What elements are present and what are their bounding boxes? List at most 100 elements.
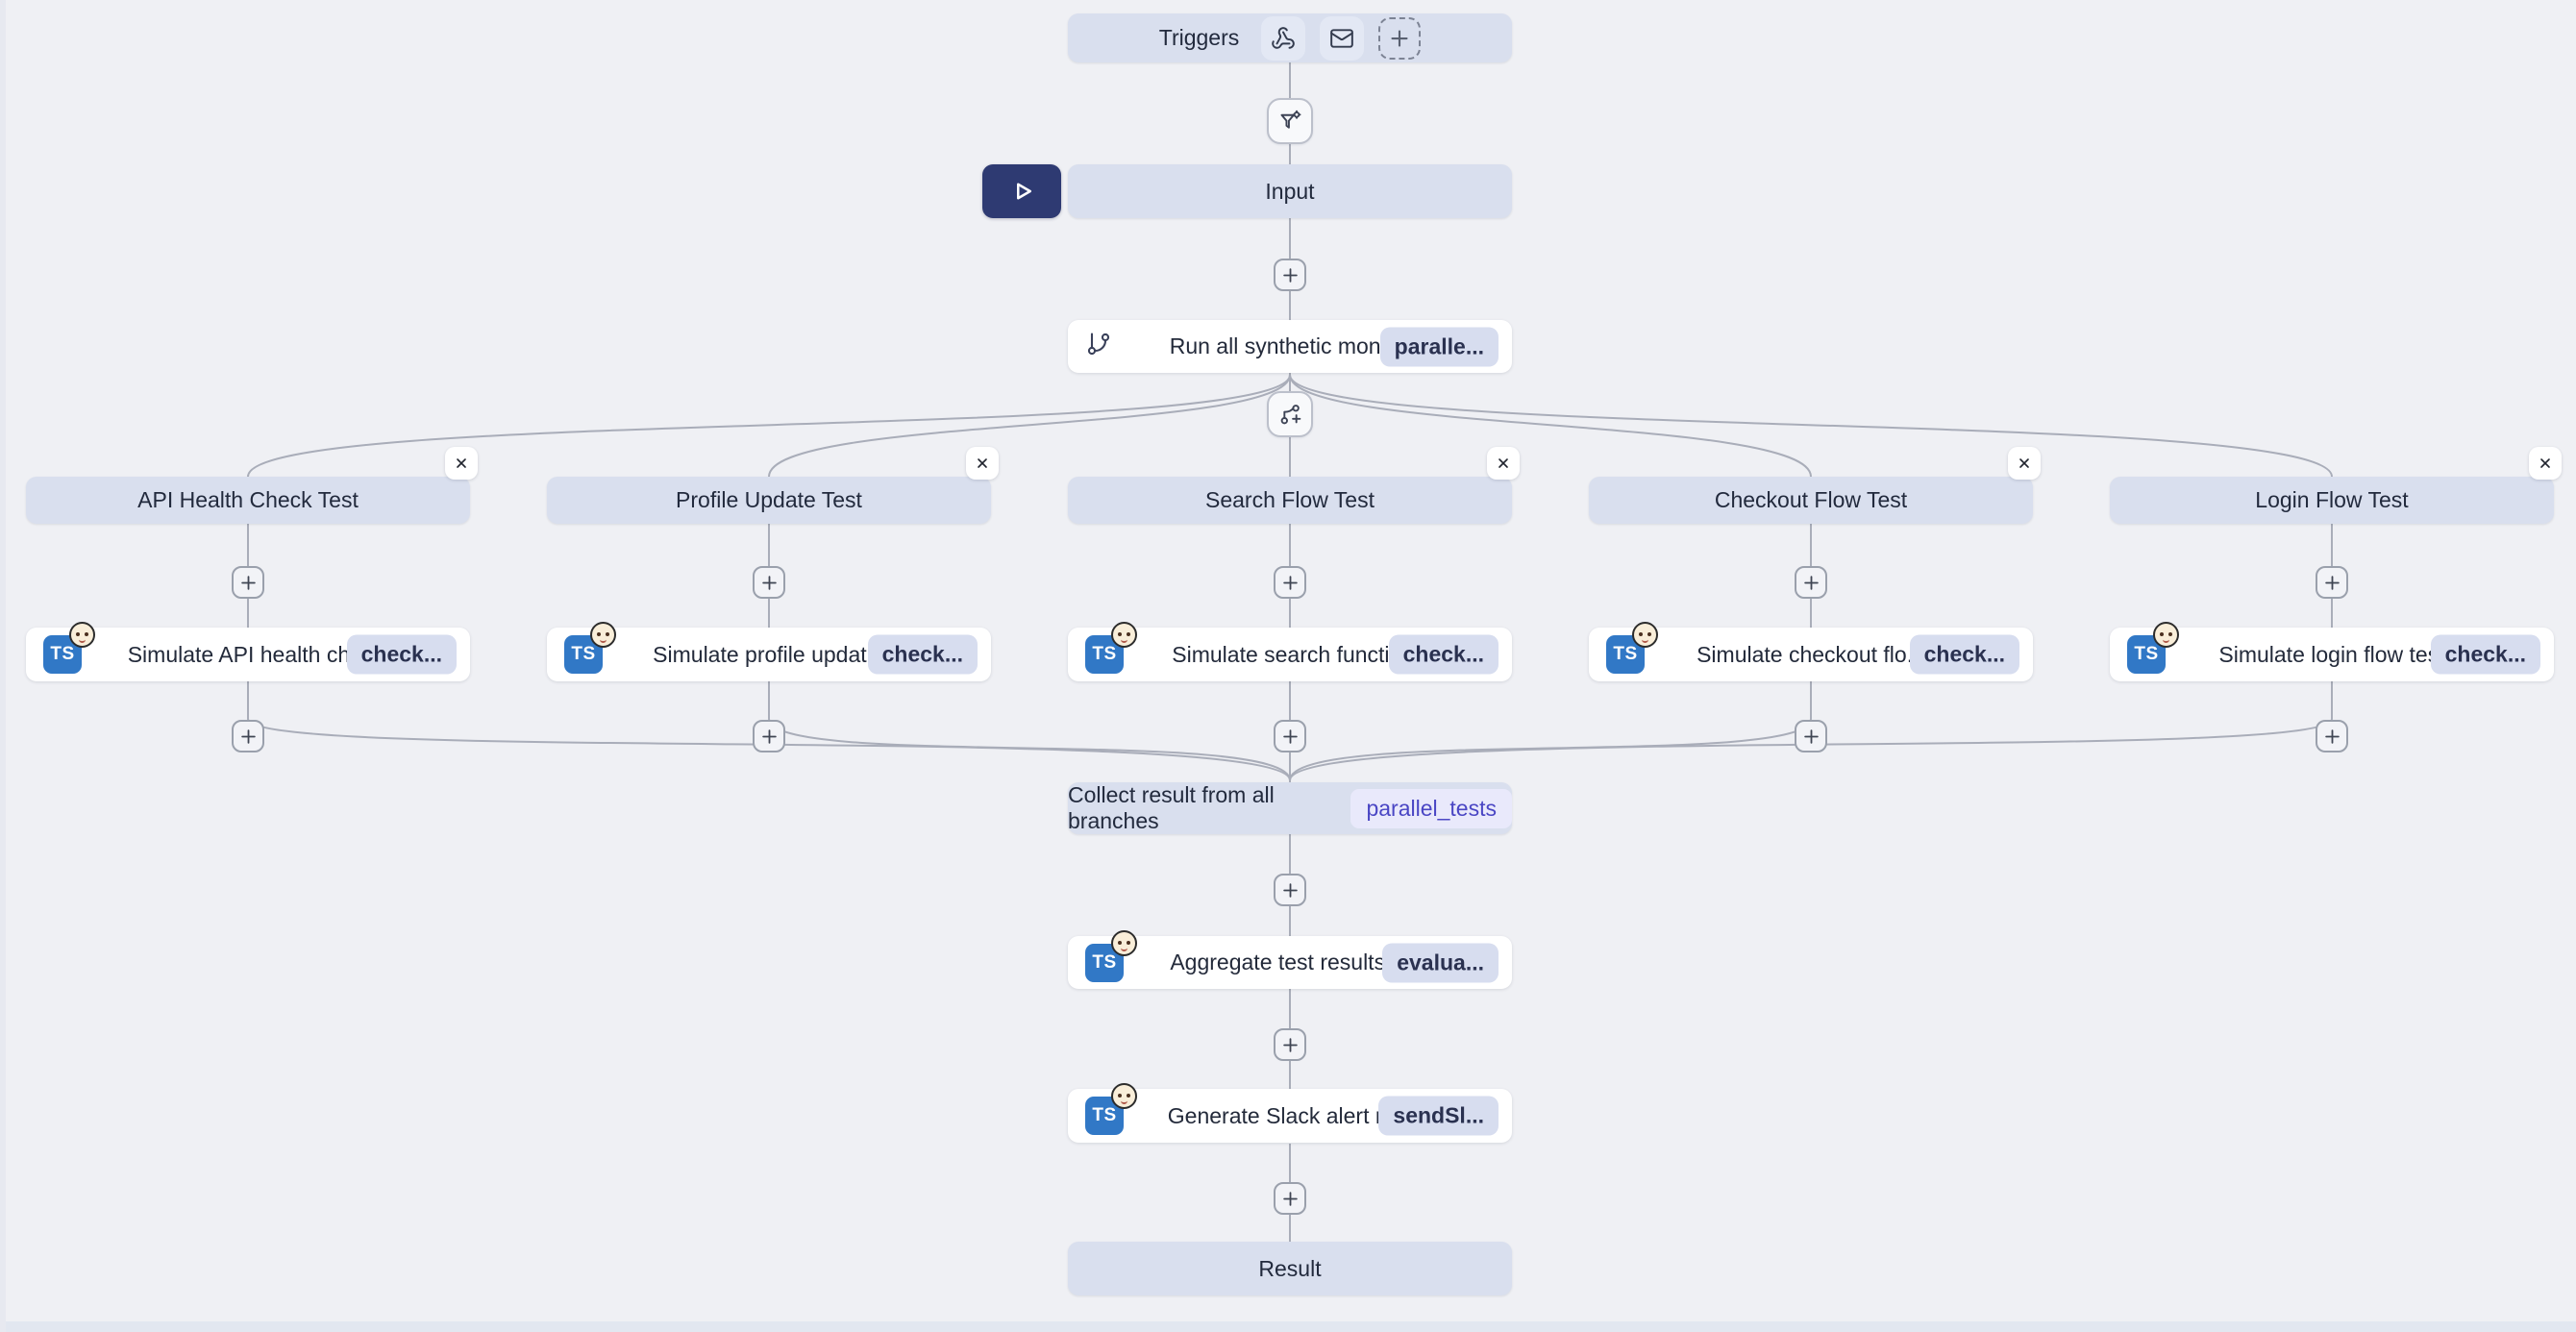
plus-icon — [1282, 882, 1298, 898]
add-step-button[interactable] — [2316, 566, 2348, 599]
add-step-button[interactable] — [1795, 566, 1827, 599]
aggregate-step-label: Aggregate test results ... — [1170, 950, 1410, 974]
plus-icon — [240, 728, 256, 744]
add-step-button[interactable] — [1274, 566, 1306, 599]
result-node[interactable]: Result — [1068, 1242, 1512, 1295]
plus-icon — [1282, 575, 1298, 590]
viewport-left-edge — [0, 0, 6, 1332]
triggers-label: Triggers — [1158, 25, 1240, 50]
close-icon — [2019, 458, 2029, 468]
step-badge: check... — [346, 634, 457, 675]
collect-result-node[interactable]: Collect result from all branches paralle… — [1068, 782, 1512, 834]
input-node-label: Input — [1265, 178, 1315, 204]
add-step-button[interactable] — [753, 720, 785, 752]
add-step-button[interactable] — [1274, 1182, 1306, 1215]
branch-title: Profile Update Test — [676, 487, 862, 512]
baby-emoji-icon — [69, 622, 95, 648]
aggregate-step-node[interactable]: TS Aggregate test results ... evalua... — [1068, 929, 1512, 989]
remove-branch-button[interactable] — [2008, 447, 2041, 480]
connector-line — [247, 374, 1291, 478]
close-icon — [1499, 458, 1508, 468]
run-all-step-label: Run all synthetic monit... — [1169, 333, 1411, 358]
branch-title: Checkout Flow Test — [1714, 487, 1908, 512]
connector-line — [768, 374, 1291, 478]
slack-alert-step-badge: sendSl... — [1378, 1096, 1499, 1136]
plus-icon — [2324, 728, 2340, 744]
remove-branch-button[interactable] — [966, 447, 999, 480]
remove-branch-button[interactable] — [445, 447, 478, 480]
branch-header[interactable]: Login Flow Test — [2110, 477, 2554, 524]
connector-line — [1289, 374, 2333, 478]
add-branch-button[interactable] — [1267, 391, 1313, 437]
add-trigger-button[interactable] — [1378, 16, 1422, 60]
filter-settings-icon — [1280, 110, 1300, 129]
baby-emoji-icon — [2153, 622, 2179, 648]
email-trigger-button[interactable] — [1320, 15, 1365, 61]
webhook-trigger-button[interactable] — [1261, 15, 1306, 61]
step-node[interactable]: TS Simulate API health ch... check... — [26, 622, 470, 681]
branch-title: Login Flow Test — [2255, 487, 2409, 512]
remove-branch-button[interactable] — [2529, 447, 2562, 480]
add-step-button[interactable] — [232, 720, 264, 752]
plus-icon — [2324, 575, 2340, 590]
branch-header[interactable]: Search Flow Test — [1068, 477, 1512, 524]
plus-icon — [1282, 1191, 1298, 1206]
plus-icon — [1803, 575, 1819, 590]
add-step-button[interactable] — [2316, 720, 2348, 752]
typescript-icon: TS — [1085, 1097, 1124, 1135]
remove-branch-button[interactable] — [1487, 447, 1520, 480]
run-all-step-node[interactable]: Run all synthetic monit... paralle... — [1068, 320, 1512, 373]
baby-emoji-icon — [590, 622, 616, 648]
git-branch-icon — [1087, 332, 1110, 355]
step-badge: check... — [2430, 634, 2540, 675]
step-label: Simulate checkout flo... — [1697, 641, 1925, 667]
connector-line — [1289, 681, 2333, 781]
connector-line — [1289, 374, 1812, 478]
add-step-button[interactable] — [1274, 1028, 1306, 1061]
add-step-button[interactable] — [753, 566, 785, 599]
branch-title: Search Flow Test — [1205, 487, 1375, 512]
slack-alert-step-node[interactable]: TS Generate Slack alert m... sendSl... — [1068, 1083, 1512, 1143]
connector-line — [247, 681, 1291, 781]
result-node-label: Result — [1258, 1255, 1322, 1281]
branch-header[interactable]: Checkout Flow Test — [1589, 477, 2033, 524]
baby-emoji-icon — [1632, 622, 1658, 648]
collect-result-badge: parallel_tests — [1350, 788, 1512, 828]
close-icon — [457, 458, 466, 468]
webhook-icon — [1272, 26, 1296, 49]
add-trigger-plus-icon — [1391, 29, 1408, 47]
input-node[interactable]: Input — [1068, 164, 1512, 218]
play-icon — [1017, 183, 1031, 200]
step-label: Simulate search functi... — [1172, 641, 1408, 667]
add-step-button[interactable] — [1274, 259, 1306, 291]
step-badge: check... — [1388, 634, 1499, 675]
add-step-button[interactable] — [1274, 720, 1306, 752]
plus-icon — [1282, 267, 1298, 283]
mail-icon — [1330, 28, 1354, 48]
add-branch-icon — [1280, 404, 1300, 424]
plus-icon — [1282, 728, 1298, 744]
add-step-button[interactable] — [1795, 720, 1827, 752]
step-label: Simulate profile updat... — [653, 641, 885, 667]
step-node[interactable]: TS Simulate checkout flo... check... — [1589, 622, 2033, 681]
triggers-node[interactable]: Triggers — [1068, 13, 1512, 62]
aggregate-step-badge: evalua... — [1382, 943, 1499, 982]
add-step-button[interactable] — [232, 566, 264, 599]
step-node[interactable]: TS Simulate profile updat... check... — [547, 622, 991, 681]
baby-emoji-icon — [1111, 929, 1137, 956]
step-node[interactable]: TS Simulate login flow test check... — [2110, 622, 2554, 681]
run-workflow-button[interactable] — [982, 164, 1061, 218]
step-node[interactable]: TS Simulate search functi... check... — [1068, 622, 1512, 681]
close-icon — [2540, 458, 2550, 468]
typescript-icon: TS — [564, 635, 603, 674]
filter-settings-button[interactable] — [1267, 98, 1313, 144]
branch-header[interactable]: API Health Check Test — [26, 477, 470, 524]
plus-icon — [761, 575, 777, 590]
connector-line — [1289, 681, 1812, 781]
add-step-button[interactable] — [1274, 874, 1306, 906]
viewport-bottom-edge — [0, 1321, 2576, 1332]
run-all-step-badge: paralle... — [1379, 327, 1499, 366]
branch-header[interactable]: Profile Update Test — [547, 477, 991, 524]
plus-icon — [761, 728, 777, 744]
